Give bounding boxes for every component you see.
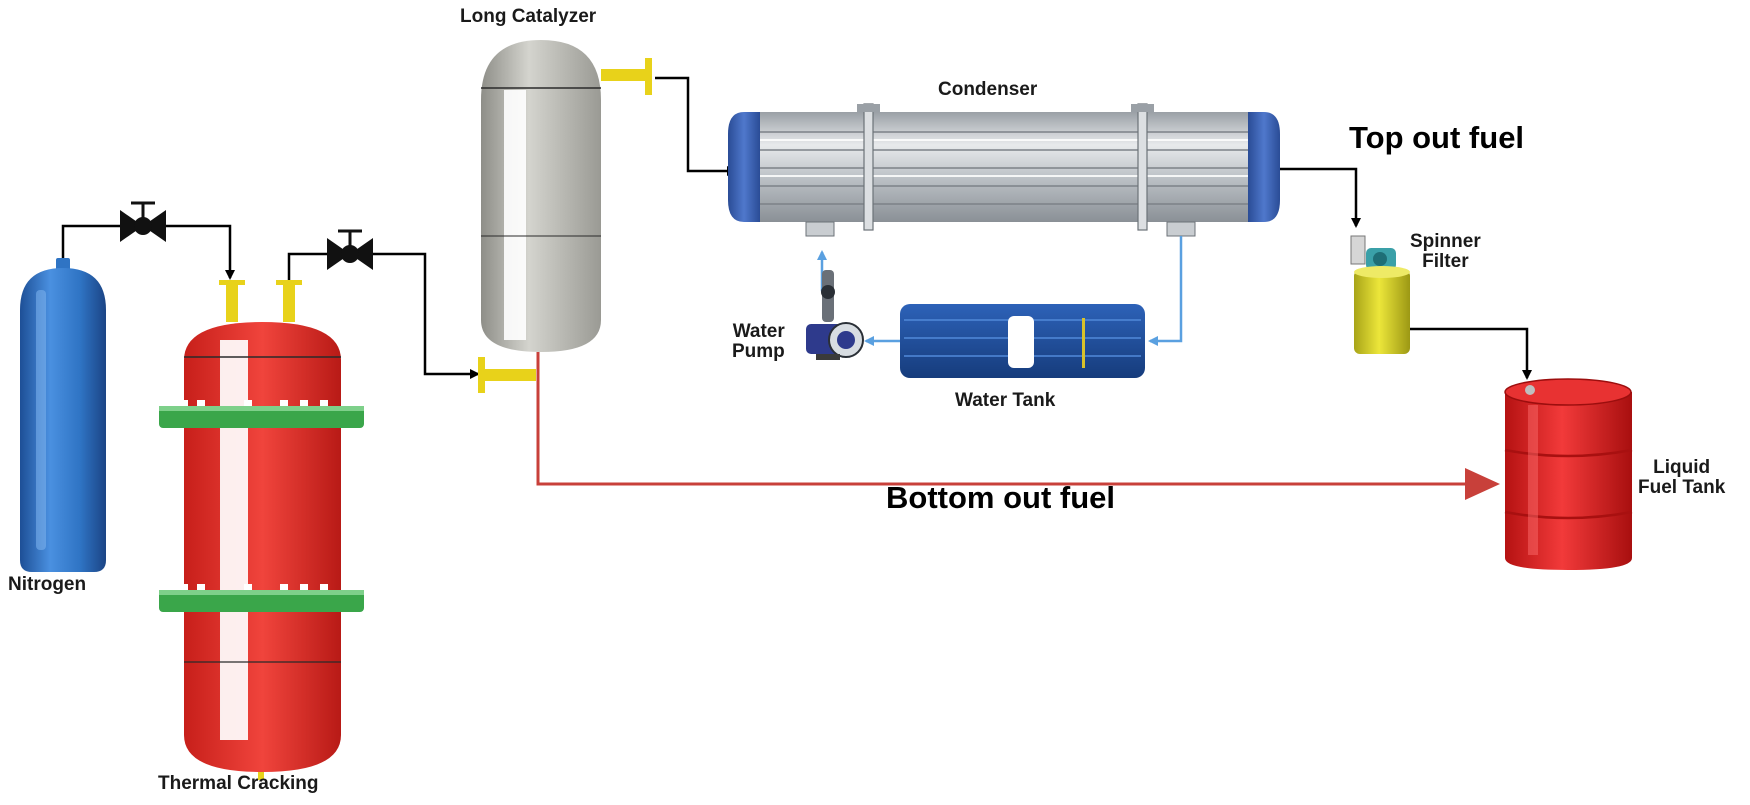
catalyzer-vapor-line bbox=[655, 76, 737, 176]
thermal-cracking-vessel bbox=[159, 280, 364, 780]
water-tank bbox=[900, 304, 1145, 378]
liquid-fuel-tank bbox=[1504, 378, 1633, 570]
valve-icon bbox=[120, 201, 166, 242]
spinner-filter-label-line2: Filter bbox=[1422, 250, 1469, 272]
nitrogen-label: Nitrogen bbox=[8, 574, 87, 595]
liquid-fuel-tank-label-line2: Fuel Tank bbox=[1638, 476, 1726, 498]
water-tank-label: Water Tank bbox=[955, 390, 1056, 411]
spinner-filter-label-line1: Spinner bbox=[1410, 231, 1481, 252]
condenser bbox=[728, 103, 1280, 237]
nitrogen-cylinder bbox=[20, 258, 106, 572]
valve-icon bbox=[327, 229, 373, 270]
long-catalyzer-label: Long Catalyzer bbox=[460, 6, 597, 27]
water-pump-icon bbox=[806, 270, 864, 360]
cracking-outlet-line bbox=[287, 252, 480, 379]
water-pump-label-line1: Water bbox=[732, 321, 785, 342]
water-pump-label-line2: Pump bbox=[732, 340, 785, 362]
top-out-fuel-label: Top out fuel bbox=[1349, 120, 1525, 155]
long-catalyzer-vessel bbox=[478, 40, 652, 393]
bottom-out-fuel-arrow bbox=[536, 352, 1500, 500]
thermal-cracking-label: Thermal Cracking bbox=[158, 773, 319, 794]
top-out-fuel-line bbox=[1280, 167, 1361, 228]
condenser-label: Condenser bbox=[938, 79, 1038, 100]
water-pump-label: Water Pump bbox=[732, 322, 785, 362]
bottom-out-fuel-label: Bottom out fuel bbox=[886, 480, 1116, 515]
spinner-filter-label: Spinner Filter bbox=[1410, 232, 1481, 272]
filter-to-drum-line bbox=[1410, 327, 1532, 380]
spinner-filter bbox=[1350, 235, 1410, 354]
liquid-fuel-tank-label: Liquid Fuel Tank bbox=[1638, 458, 1725, 498]
liquid-fuel-tank-label-line1: Liquid bbox=[1653, 457, 1711, 478]
